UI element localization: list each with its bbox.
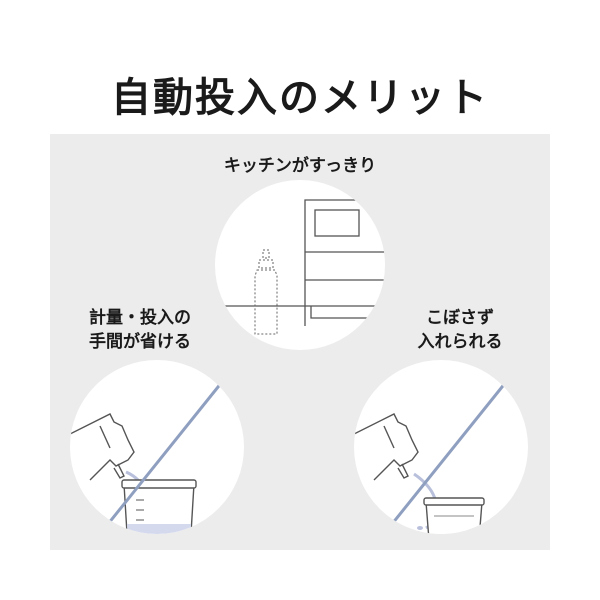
strike-line-icon bbox=[98, 381, 224, 534]
benefit-label-line2: 手間が省ける bbox=[89, 332, 191, 352]
benefit-label-line1: 計量・投入の bbox=[89, 308, 191, 328]
benefits-panel: キッチンがすっきり 計量・投入の 手間が省ける bbox=[50, 134, 550, 550]
benefit-label-line1: こぼさず bbox=[426, 308, 494, 328]
washing-machine-icon bbox=[304, 199, 385, 326]
benefit-circle-measuring bbox=[70, 360, 244, 534]
detergent-bottle-icon bbox=[254, 249, 278, 335]
benefit-circle-spill bbox=[354, 360, 528, 534]
benefit-label-saves-effort: 計量・投入の 手間が省ける bbox=[50, 306, 230, 354]
benefit-label-kitchen: キッチンがすっきり bbox=[223, 156, 377, 176]
page-title: 自動投入のメリット bbox=[111, 75, 489, 121]
spill-illustration bbox=[354, 381, 508, 534]
benefit-circle-kitchen bbox=[215, 180, 385, 350]
kitchen-illustration bbox=[215, 199, 385, 335]
measuring-cup-icon bbox=[121, 479, 197, 534]
measuring-illustration bbox=[70, 381, 224, 534]
pouring-bottle-icon bbox=[70, 413, 135, 481]
benefit-label-line2: 入れられる bbox=[417, 332, 503, 352]
spill-drops-icon bbox=[399, 526, 423, 534]
pouring-bottle-icon bbox=[354, 413, 419, 481]
benefit-label-no-spill: こぼさず 入れられる bbox=[370, 306, 550, 354]
strike-line-icon bbox=[382, 381, 508, 534]
measuring-cup-icon bbox=[423, 497, 485, 534]
